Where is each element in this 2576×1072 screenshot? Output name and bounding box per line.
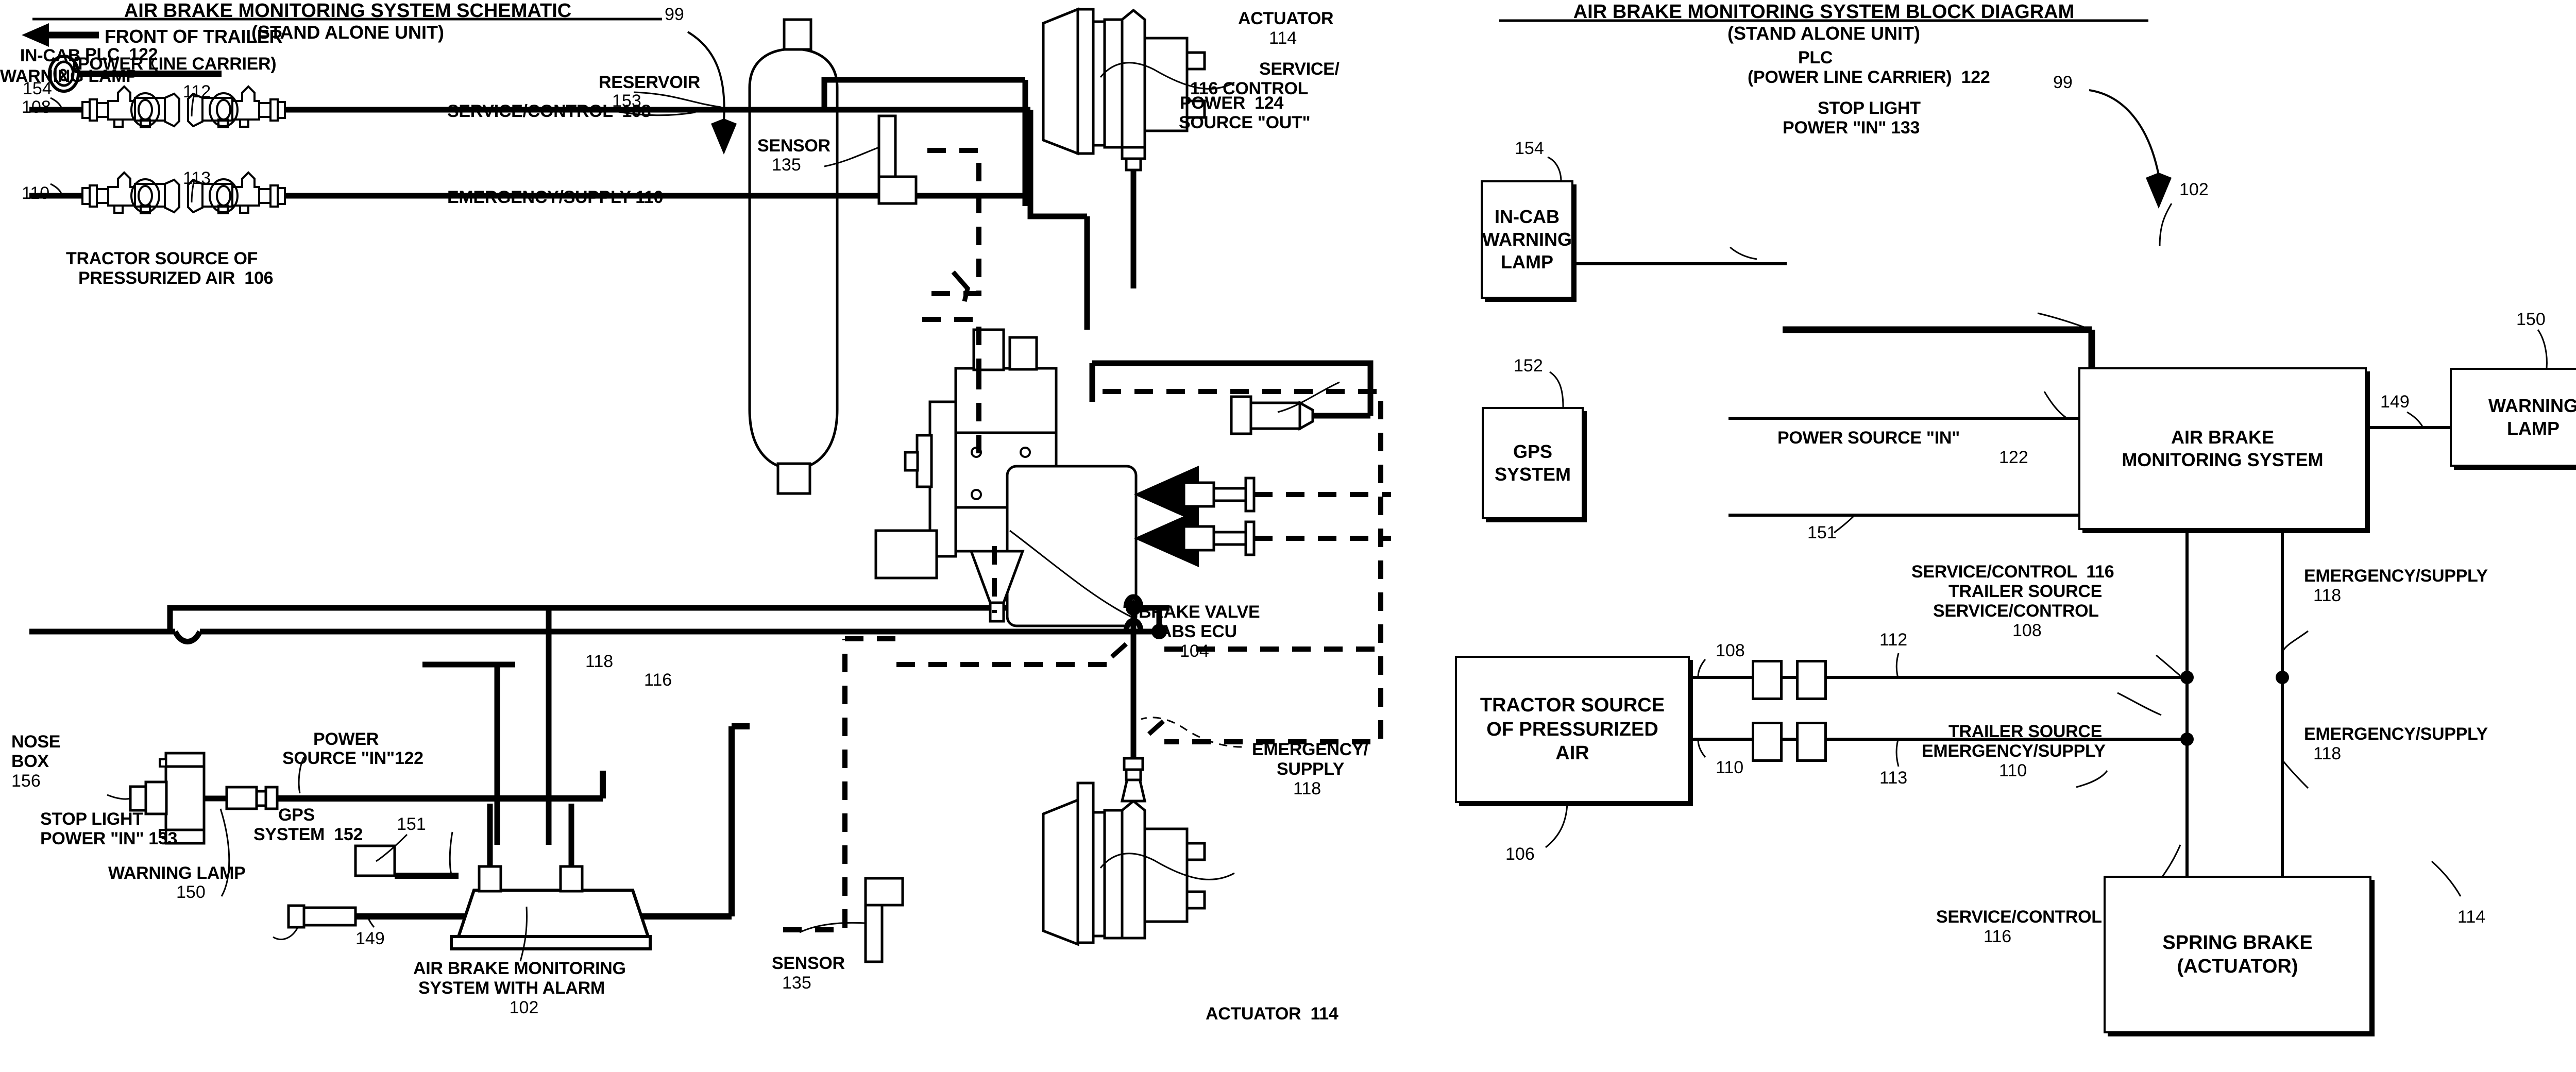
block-warning-lamp[interactable]: WARNING LAMP: [2450, 368, 2576, 467]
block-gland-113-left: [1752, 722, 1783, 762]
block-service-control-116-bottom-line2: 116: [1984, 927, 2012, 946]
left-figure-ref-99: 99: [665, 5, 684, 24]
brake-valve-ref-104: 104: [1180, 641, 1209, 661]
block-trailer-source-es-line1: TRAILER SOURCE: [1948, 722, 2103, 741]
block-plc-expansion-label: (POWER LINE CARRIER) 122: [1748, 67, 1990, 87]
front-of-trailer-label: FRONT OF TRAILER: [105, 26, 283, 47]
block-stop-light-label-line2: POWER "IN" 133: [1783, 118, 1920, 138]
right-figure-title-line2: (STAND ALONE UNIT): [1727, 23, 1920, 44]
block-trailer-source-sc-line2: SERVICE/CONTROL: [1933, 601, 2099, 621]
gland-ref-110-lower: 110: [22, 183, 50, 203]
emergency-supply-118-label-line1: EMERGENCY/: [1252, 740, 1368, 759]
power-source-in-label-line2: SOURCE "IN"122: [282, 748, 423, 768]
block-gps-system[interactable]: GPS SYSTEM: [1482, 407, 1584, 519]
emergency-supply-110-line-label: EMERGENCY/SUPPLY 110: [447, 188, 664, 207]
power-source-in-label-line1: POWER: [313, 729, 379, 749]
abms-alarm-ref-102: 102: [509, 998, 539, 1017]
actuator-bottom-label: ACTUATOR 114: [1206, 1004, 1338, 1024]
block-service-control-116-bottom-line1: SERVICE/CONTROL: [1936, 907, 2102, 927]
service-control-108-line-label: SERVICE/CONTROL 108: [447, 101, 651, 121]
block-trailer-source-sc-line1: TRAILER SOURCE: [1948, 582, 2103, 601]
sensor-top-label: SENSOR: [757, 136, 831, 156]
block-abms-ref-102: 102: [2179, 180, 2209, 199]
block-gland-112-right: [1796, 660, 1827, 700]
block-line-ref-112: 112: [1879, 630, 1908, 650]
block-emergency-supply-118-top-line1: EMERGENCY/SUPPLY: [2304, 566, 2488, 586]
tractor-source-label-line1: TRACTOR SOURCE OF: [66, 249, 258, 268]
stop-light-label-line2: POWER "IN" 133: [40, 829, 178, 848]
reservoir-label: RESERVOIR: [599, 73, 700, 92]
in-cab-warning-lamp-ref-154: 154: [23, 79, 52, 98]
block-spring-brake-actuator[interactable]: SPRING BRAKE (ACTUATOR): [2104, 876, 2371, 1033]
block-power-source-in-label: POWER SOURCE "IN": [1777, 428, 1960, 448]
warning-lamp-schematic-ref-150: 150: [176, 882, 206, 902]
right-figure-ref-99: 99: [2053, 73, 2073, 92]
lead-ref-151-schematic: 151: [397, 814, 426, 834]
block-service-control-116-mid: SERVICE/CONTROL 116: [1911, 562, 2114, 582]
brake-valve-label-line1: BRAKE VALVE: [1139, 602, 1260, 622]
brake-valve-label-line2: ABS ECU: [1159, 622, 1237, 641]
block-gland-113-right: [1796, 722, 1827, 762]
abms-alarm-label-line2: SYSTEM WITH ALARM: [418, 978, 605, 998]
block-spring-brake-ref-114: 114: [2458, 907, 2486, 927]
block-plc-label: PLC: [1798, 48, 1833, 67]
block-emergency-supply-118-bottom-line1: EMERGENCY/SUPPLY: [2304, 724, 2488, 744]
block-emergency-supply-118-top-line2: 118: [2313, 586, 2342, 605]
block-trailer-source-es-line2: EMERGENCY/SUPPLY: [1922, 741, 2106, 761]
block-tractor-source[interactable]: TRACTOR SOURCE OF PRESSURIZED AIR: [1455, 656, 1690, 803]
block-gland-112-left: [1752, 660, 1783, 700]
gland-ref-112: 112: [183, 82, 211, 101]
block-stop-light-label-line1: STOP LIGHT: [1818, 98, 1921, 118]
gland-ref-108-upper: 108: [22, 97, 51, 117]
reservoir-ref-153: 153: [612, 91, 641, 111]
left-figure-title-line2: (STAND ALONE UNIT): [251, 22, 444, 43]
nose-box-label-line2: BOX: [11, 752, 49, 771]
block-line-ref-113: 113: [1879, 768, 1908, 788]
block-gps-system-ref-152: 152: [1514, 356, 1543, 376]
left-figure-title-line1: AIR BRAKE MONITORING SYSTEM SCHEMATIC: [124, 0, 572, 22]
plc-label: PLC 122: [85, 45, 158, 64]
sensor-bottom-label: SENSOR: [772, 954, 845, 973]
block-line-ref-108: 108: [1716, 641, 1745, 660]
block-line-ref-149: 149: [2380, 392, 2410, 412]
block-tractor-source-ref-106: 106: [1505, 844, 1535, 864]
block-in-cab-warning-lamp[interactable]: IN-CAB WARNING LAMP: [1481, 180, 1573, 299]
right-figure-title-line1: AIR BRAKE MONITORING SYSTEM BLOCK DIAGRA…: [1573, 1, 2075, 23]
emergency-supply-118-label-line2: SUPPLY: [1277, 759, 1345, 779]
stop-light-label-line1: STOP LIGHT: [40, 809, 143, 829]
power-source-out-label-line2: SOURCE "OUT": [1179, 113, 1311, 132]
block-trailer-source-sc-ref-108: 108: [2012, 621, 2042, 640]
block-air-brake-monitoring-system[interactable]: AIR BRAKE MONITORING SYSTEM: [2078, 367, 2367, 530]
power-source-out-label-line1: POWER 124: [1180, 93, 1284, 113]
block-warning-lamp-ref-150: 150: [2516, 310, 2546, 329]
block-trailer-source-es-ref-110: 110: [1999, 761, 2027, 780]
warning-lamp-schematic-label: WARNING LAMP: [108, 863, 246, 883]
block-line-ref-110: 110: [1716, 758, 1744, 777]
service-control-116-label-line2: 116 CONTROL: [1190, 79, 1309, 98]
actuator-top-label: ACTUATOR: [1238, 9, 1334, 28]
actuator-top-ref-114: 114: [1269, 28, 1297, 48]
line-ref-118-schematic: 118: [585, 652, 614, 671]
abms-alarm-label-line1: AIR BRAKE MONITORING: [413, 959, 626, 978]
service-control-116-label-line1: SERVICE/: [1259, 59, 1340, 79]
block-in-cab-warning-lamp-ref-154: 154: [1515, 139, 1544, 158]
nose-box-ref-156: 156: [11, 771, 41, 791]
tractor-source-label-line2: PRESSURIZED AIR 106: [78, 268, 274, 288]
block-power-source-in-ref-122: 122: [1999, 448, 2028, 467]
block-line-ref-151: 151: [1807, 523, 1837, 542]
sensor-top-ref-135: 135: [772, 155, 801, 175]
gps-system-label-line2: SYSTEM 152: [253, 825, 363, 844]
emergency-supply-118-ref: 118: [1293, 779, 1321, 798]
nose-box-label-line1: NOSE: [11, 732, 61, 752]
gland-ref-113: 113: [183, 168, 211, 188]
block-emergency-supply-118-bottom-line2: 118: [2313, 744, 2342, 763]
gps-system-label-line1: GPS: [278, 805, 315, 825]
plc-expansion-label: (POWER LINE CARRIER): [72, 54, 277, 74]
lead-ref-149-schematic: 149: [355, 929, 385, 948]
sensor-bottom-ref-135: 135: [782, 973, 811, 993]
line-ref-116-schematic: 116: [644, 670, 672, 690]
